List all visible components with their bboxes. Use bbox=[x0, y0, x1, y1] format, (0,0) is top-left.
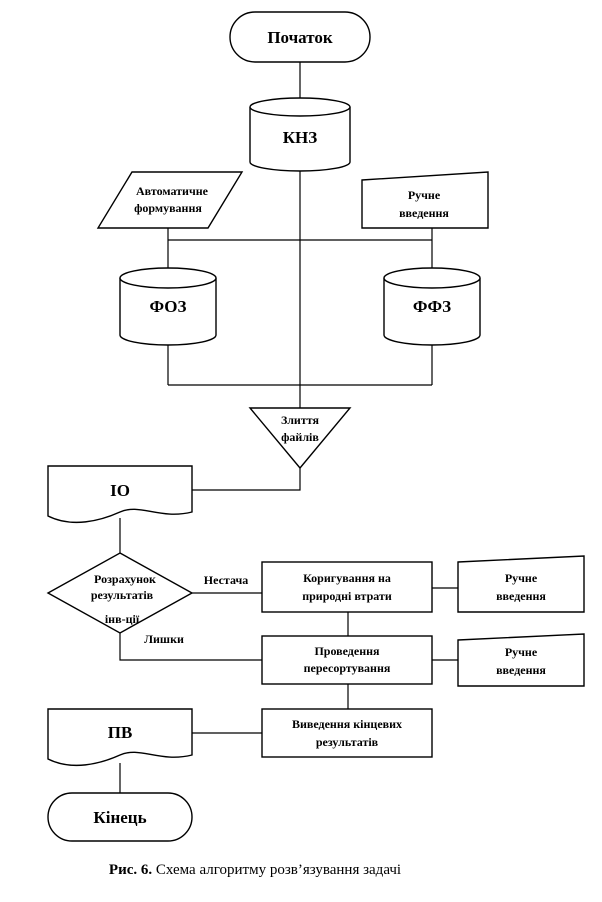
manual-top-label-1: Ручне bbox=[408, 188, 441, 202]
connectors bbox=[119, 62, 458, 793]
merge-label-1: Злиття bbox=[281, 413, 319, 427]
correction-label-2: природні втрати bbox=[302, 589, 392, 603]
end-terminator: Кінець bbox=[47, 792, 193, 842]
manual-input-top: Ручне введення bbox=[361, 171, 489, 229]
ffz-label: ФФЗ bbox=[413, 297, 451, 316]
start-label: Початок bbox=[267, 28, 333, 47]
correction-label-1: Коригування на bbox=[303, 571, 391, 585]
resorting-label-2: пересортування bbox=[304, 661, 391, 675]
manual-1-label-2: введення bbox=[496, 589, 546, 603]
merge-label-2: файлів bbox=[281, 430, 319, 444]
resorting-process: Проведення пересортування bbox=[261, 635, 433, 685]
output-label-1: Виведення кінцевих bbox=[292, 717, 402, 731]
end-label: Кінець bbox=[93, 808, 146, 827]
ffz-database: ФФЗ bbox=[383, 267, 481, 346]
surplus-edge-label: Лишки bbox=[144, 632, 184, 646]
manual-input-2: Ручне введення bbox=[457, 633, 585, 687]
calc-decision: Розрахунок результатів інв-ції bbox=[46, 552, 194, 634]
caption-label: Рис. 6. bbox=[108, 862, 153, 878]
io-label: ІО bbox=[110, 481, 130, 500]
caption-text: Схема алгоритму розв’язування задачі bbox=[152, 862, 402, 878]
manual-2-label-2: введення bbox=[496, 663, 546, 677]
calc-label-1: Розрахунок bbox=[94, 572, 156, 586]
pv-label: ПВ bbox=[108, 723, 133, 742]
line-calc-resort bbox=[119, 633, 262, 661]
resorting-label-1: Проведення bbox=[314, 644, 380, 658]
shortage-edge-label: Нестача bbox=[204, 573, 248, 587]
algorithm-flowchart: Початок КНЗ Автоматичне формування Ручне… bbox=[46, 11, 585, 842]
pv-document: ПВ bbox=[47, 708, 193, 766]
auto-formation-label-1: Автоматичне bbox=[136, 184, 209, 198]
foz-database: ФОЗ bbox=[119, 267, 217, 346]
auto-formation-label-2: формування bbox=[134, 201, 202, 215]
output-label-2: результатів bbox=[316, 735, 379, 749]
manual-top-label-2: введення bbox=[399, 206, 449, 220]
knz-database: КНЗ bbox=[249, 97, 351, 172]
correction-process: Коригування на природні втрати bbox=[261, 561, 433, 613]
knz-label: КНЗ bbox=[283, 128, 318, 147]
manual-input-1: Ручне введення bbox=[457, 555, 585, 613]
figure-caption: Рис. 6. Схема алгоритму розв’язування за… bbox=[0, 862, 510, 879]
manual-2-label-1: Ручне bbox=[505, 645, 538, 659]
foz-label: ФОЗ bbox=[149, 297, 186, 316]
auto-formation-input: Автоматичне формування bbox=[96, 171, 244, 229]
start-terminator: Початок bbox=[229, 11, 371, 63]
merge-files-node: Злиття файлів bbox=[248, 407, 352, 470]
calc-label-3: інв-ції bbox=[105, 612, 140, 626]
manual-1-label-1: Ручне bbox=[505, 571, 538, 585]
output-results-process: Виведення кінцевих результатів bbox=[261, 708, 433, 758]
io-document: ІО bbox=[47, 465, 193, 523]
calc-label-2: результатів bbox=[91, 588, 154, 602]
line-merge-io bbox=[192, 468, 301, 491]
